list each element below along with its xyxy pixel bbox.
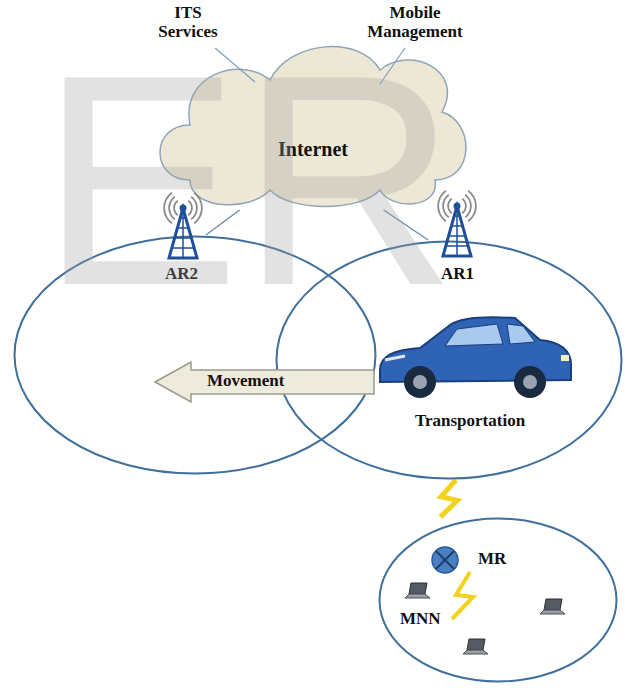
node-label: Internet xyxy=(278,138,348,160)
cloud-node-outline xyxy=(150,30,470,210)
wireless-link xyxy=(440,480,457,517)
callout-label: ITS Services xyxy=(143,4,233,41)
antenna-tower xyxy=(163,192,203,258)
node-label: Movement xyxy=(207,372,284,391)
callout-label: Mobile Management xyxy=(355,4,475,41)
node-label: MR xyxy=(478,550,506,569)
antenna-tower xyxy=(437,190,477,256)
mobile-network: MR MNN xyxy=(378,517,618,683)
network-link xyxy=(384,210,429,240)
callout-label: Transportation xyxy=(390,412,550,431)
network-link xyxy=(206,210,240,235)
cloud-node: Internet xyxy=(150,30,470,210)
movement-arrow: Movement xyxy=(155,362,375,402)
coverage-area: AR1 xyxy=(275,240,623,480)
car-icon xyxy=(380,317,571,398)
node-label: AR2 xyxy=(165,265,198,284)
mobile-network-outline xyxy=(378,517,618,683)
node-label: AR1 xyxy=(441,265,474,284)
coverage-area: AR2 xyxy=(13,235,377,475)
node-label: MNN xyxy=(400,610,441,629)
